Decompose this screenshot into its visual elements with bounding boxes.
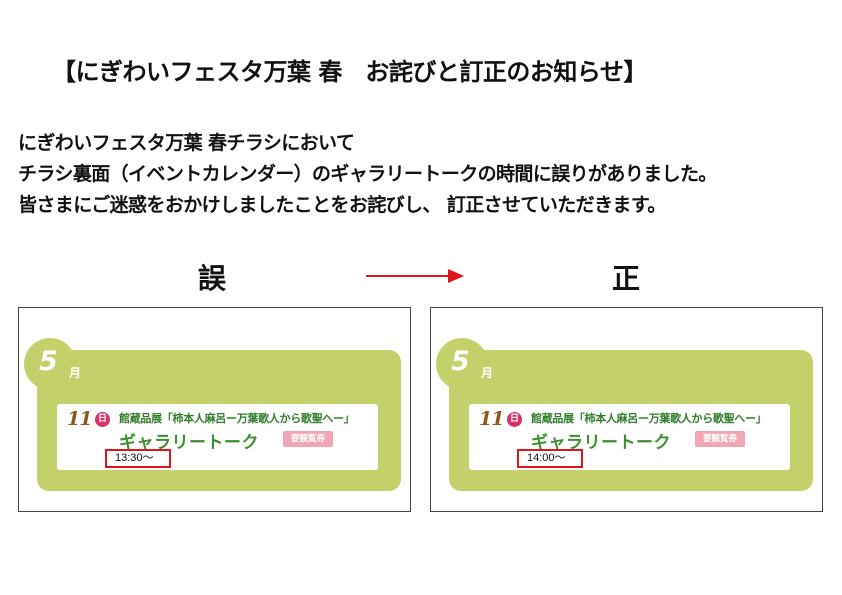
month-badge <box>436 338 488 390</box>
event-time-correct: 14:00〜 <box>517 449 583 468</box>
event-card: 11 日 館蔵品展「柿本人麻呂ー万葉歌人から歌聖へー」 ギャラリートーク 要観覧… <box>469 404 790 470</box>
event-day: 11 <box>67 408 92 430</box>
notice-body: にぎわいフェスタ万葉 春チラシにおいて チラシ裏面（イベントカレンダー）のギャラ… <box>18 128 828 221</box>
body-line-1: にぎわいフェスタ万葉 春チラシにおいて <box>18 132 355 154</box>
notice-title: 【にぎわいフェスタ万葉 春 お詫びと訂正のお知らせ】 <box>52 57 647 86</box>
event-name: 館蔵品展「柿本人麻呂ー万葉歌人から歌聖へー」 <box>119 412 355 425</box>
correct-label: 正 <box>612 262 641 295</box>
month-unit: 月 <box>481 366 494 380</box>
month-unit: 月 <box>69 366 82 380</box>
body-line-3: 皆さまにご迷惑をおかけしましたことをお詫びし、 訂正させていただきます。 <box>18 194 666 216</box>
ticket-badge: 要観覧券 <box>695 431 745 447</box>
event-title: ギャラリートーク <box>531 433 671 453</box>
wrong-label: 誤 <box>198 262 227 295</box>
month-number: 5 <box>39 346 58 377</box>
event-time-wrong: 13:30〜 <box>105 449 171 468</box>
month-badge <box>24 338 76 390</box>
body-line-2: チラシ裏面（イベントカレンダー）のギャラリートークの時間に誤りがありました。 <box>18 163 717 185</box>
event-day: 11 <box>479 408 504 430</box>
month-number: 5 <box>451 346 470 377</box>
wrong-panel: 5 月 11 日 館蔵品展「柿本人麻呂ー万葉歌人から歌聖へー」 ギャラリートーク… <box>18 307 411 512</box>
day-of-week-badge: 日 <box>507 412 522 427</box>
day-of-week-badge: 日 <box>95 412 110 427</box>
correct-panel: 5 月 11 日 館蔵品展「柿本人麻呂ー万葉歌人から歌聖へー」 ギャラリートーク… <box>430 307 823 512</box>
ticket-badge: 要観覧券 <box>283 431 333 447</box>
arrow-right-icon <box>366 269 464 283</box>
event-name: 館蔵品展「柿本人麻呂ー万葉歌人から歌聖へー」 <box>531 412 767 425</box>
event-card: 11 日 館蔵品展「柿本人麻呂ー万葉歌人から歌聖へー」 ギャラリートーク 要観覧… <box>57 404 378 470</box>
event-title: ギャラリートーク <box>119 433 259 453</box>
